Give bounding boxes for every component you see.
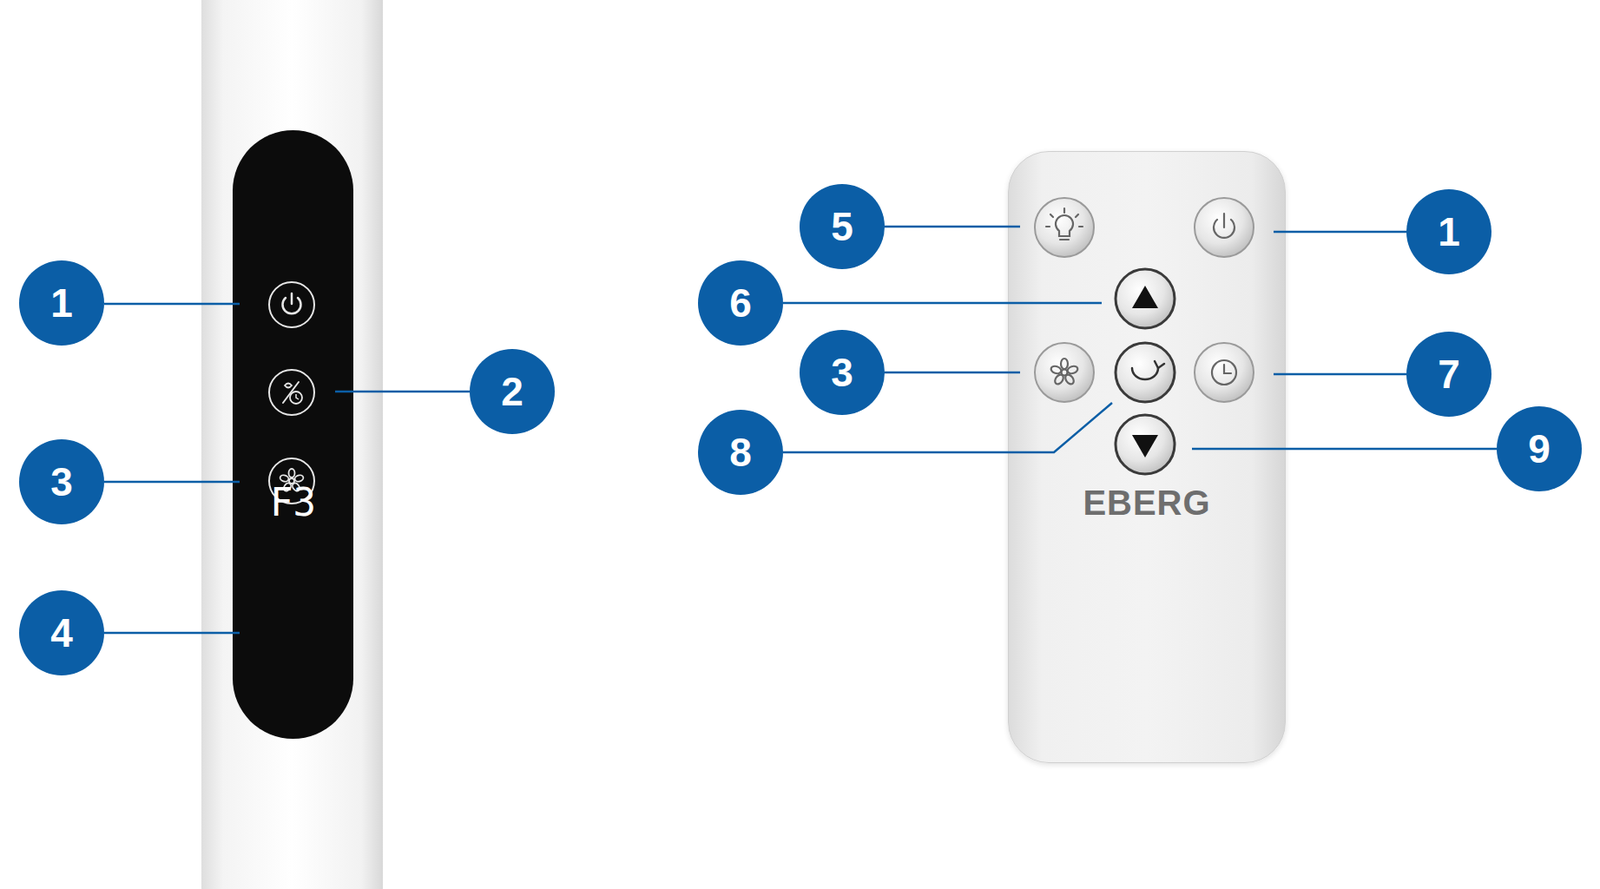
control-panel: F3 [232, 130, 354, 739]
callout-number: 1 [1437, 211, 1461, 252]
remote-control: EBERG [1007, 151, 1286, 764]
callout-circle: 9 [1496, 406, 1582, 492]
callout-circle: 3 [19, 439, 105, 525]
callout-number: 9 [1527, 428, 1551, 469]
callout-number: 1 [50, 283, 73, 323]
leader-lines [104, 226, 1497, 633]
callout-circle: 8 [697, 409, 784, 495]
callout-circle: 4 [19, 590, 105, 676]
callout-circle: 7 [1406, 331, 1492, 417]
brand-name: EBERG [1008, 485, 1285, 521]
callout-number: 6 [729, 283, 752, 323]
callout-circle: 1 [1406, 189, 1492, 275]
callout-number: 4 [50, 612, 73, 653]
callout-number: 5 [830, 206, 854, 247]
callout-circle: 5 [799, 184, 885, 270]
callout-circle: 3 [799, 329, 885, 415]
display-readout: F3 [232, 483, 354, 522]
pole-body [201, 0, 383, 889]
callout-number: 2 [500, 371, 524, 412]
remote-buttons [1034, 197, 1254, 475]
panel-buttons [269, 282, 315, 504]
callout-circle: 6 [697, 260, 784, 346]
callout-number: 8 [729, 432, 752, 473]
callout-circle: 2 [469, 348, 555, 435]
callout-number: 3 [830, 352, 854, 393]
callout-number: 7 [1437, 354, 1461, 395]
callout-circle: 1 [19, 260, 105, 346]
callout-number: 3 [50, 461, 73, 502]
